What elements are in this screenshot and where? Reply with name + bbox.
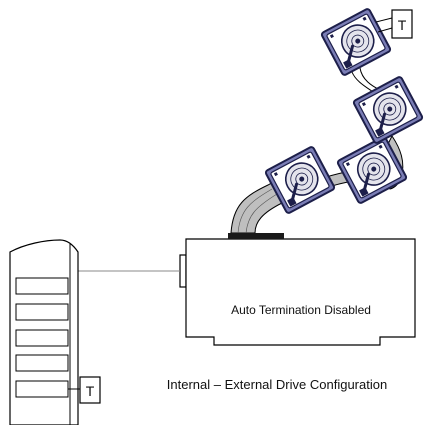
- hard-drive-icon: [351, 74, 425, 146]
- diagram-caption: Internal – External Drive Configuration: [167, 377, 387, 392]
- tower-bay: [15, 277, 69, 295]
- terminator-top: T: [375, 9, 413, 39]
- tower-bay: [15, 303, 69, 321]
- tower-bay: [15, 354, 69, 372]
- adapter-card: Auto Termination Disabled: [179, 233, 416, 346]
- terminator-top-label: T: [398, 17, 407, 33]
- terminator-icon: [79, 376, 101, 404]
- terminator-tower: T: [68, 376, 101, 404]
- tower-bay: [15, 329, 69, 347]
- tower-computer-icon: [9, 239, 79, 425]
- adapter-label: Auto Termination Disabled: [231, 303, 371, 317]
- terminator-tower-label: T: [86, 383, 95, 399]
- tower-bay: [15, 380, 69, 398]
- terminator-icon: [391, 9, 413, 39]
- adapter-connector: [228, 233, 284, 239]
- hard-drive-icon: [319, 6, 393, 78]
